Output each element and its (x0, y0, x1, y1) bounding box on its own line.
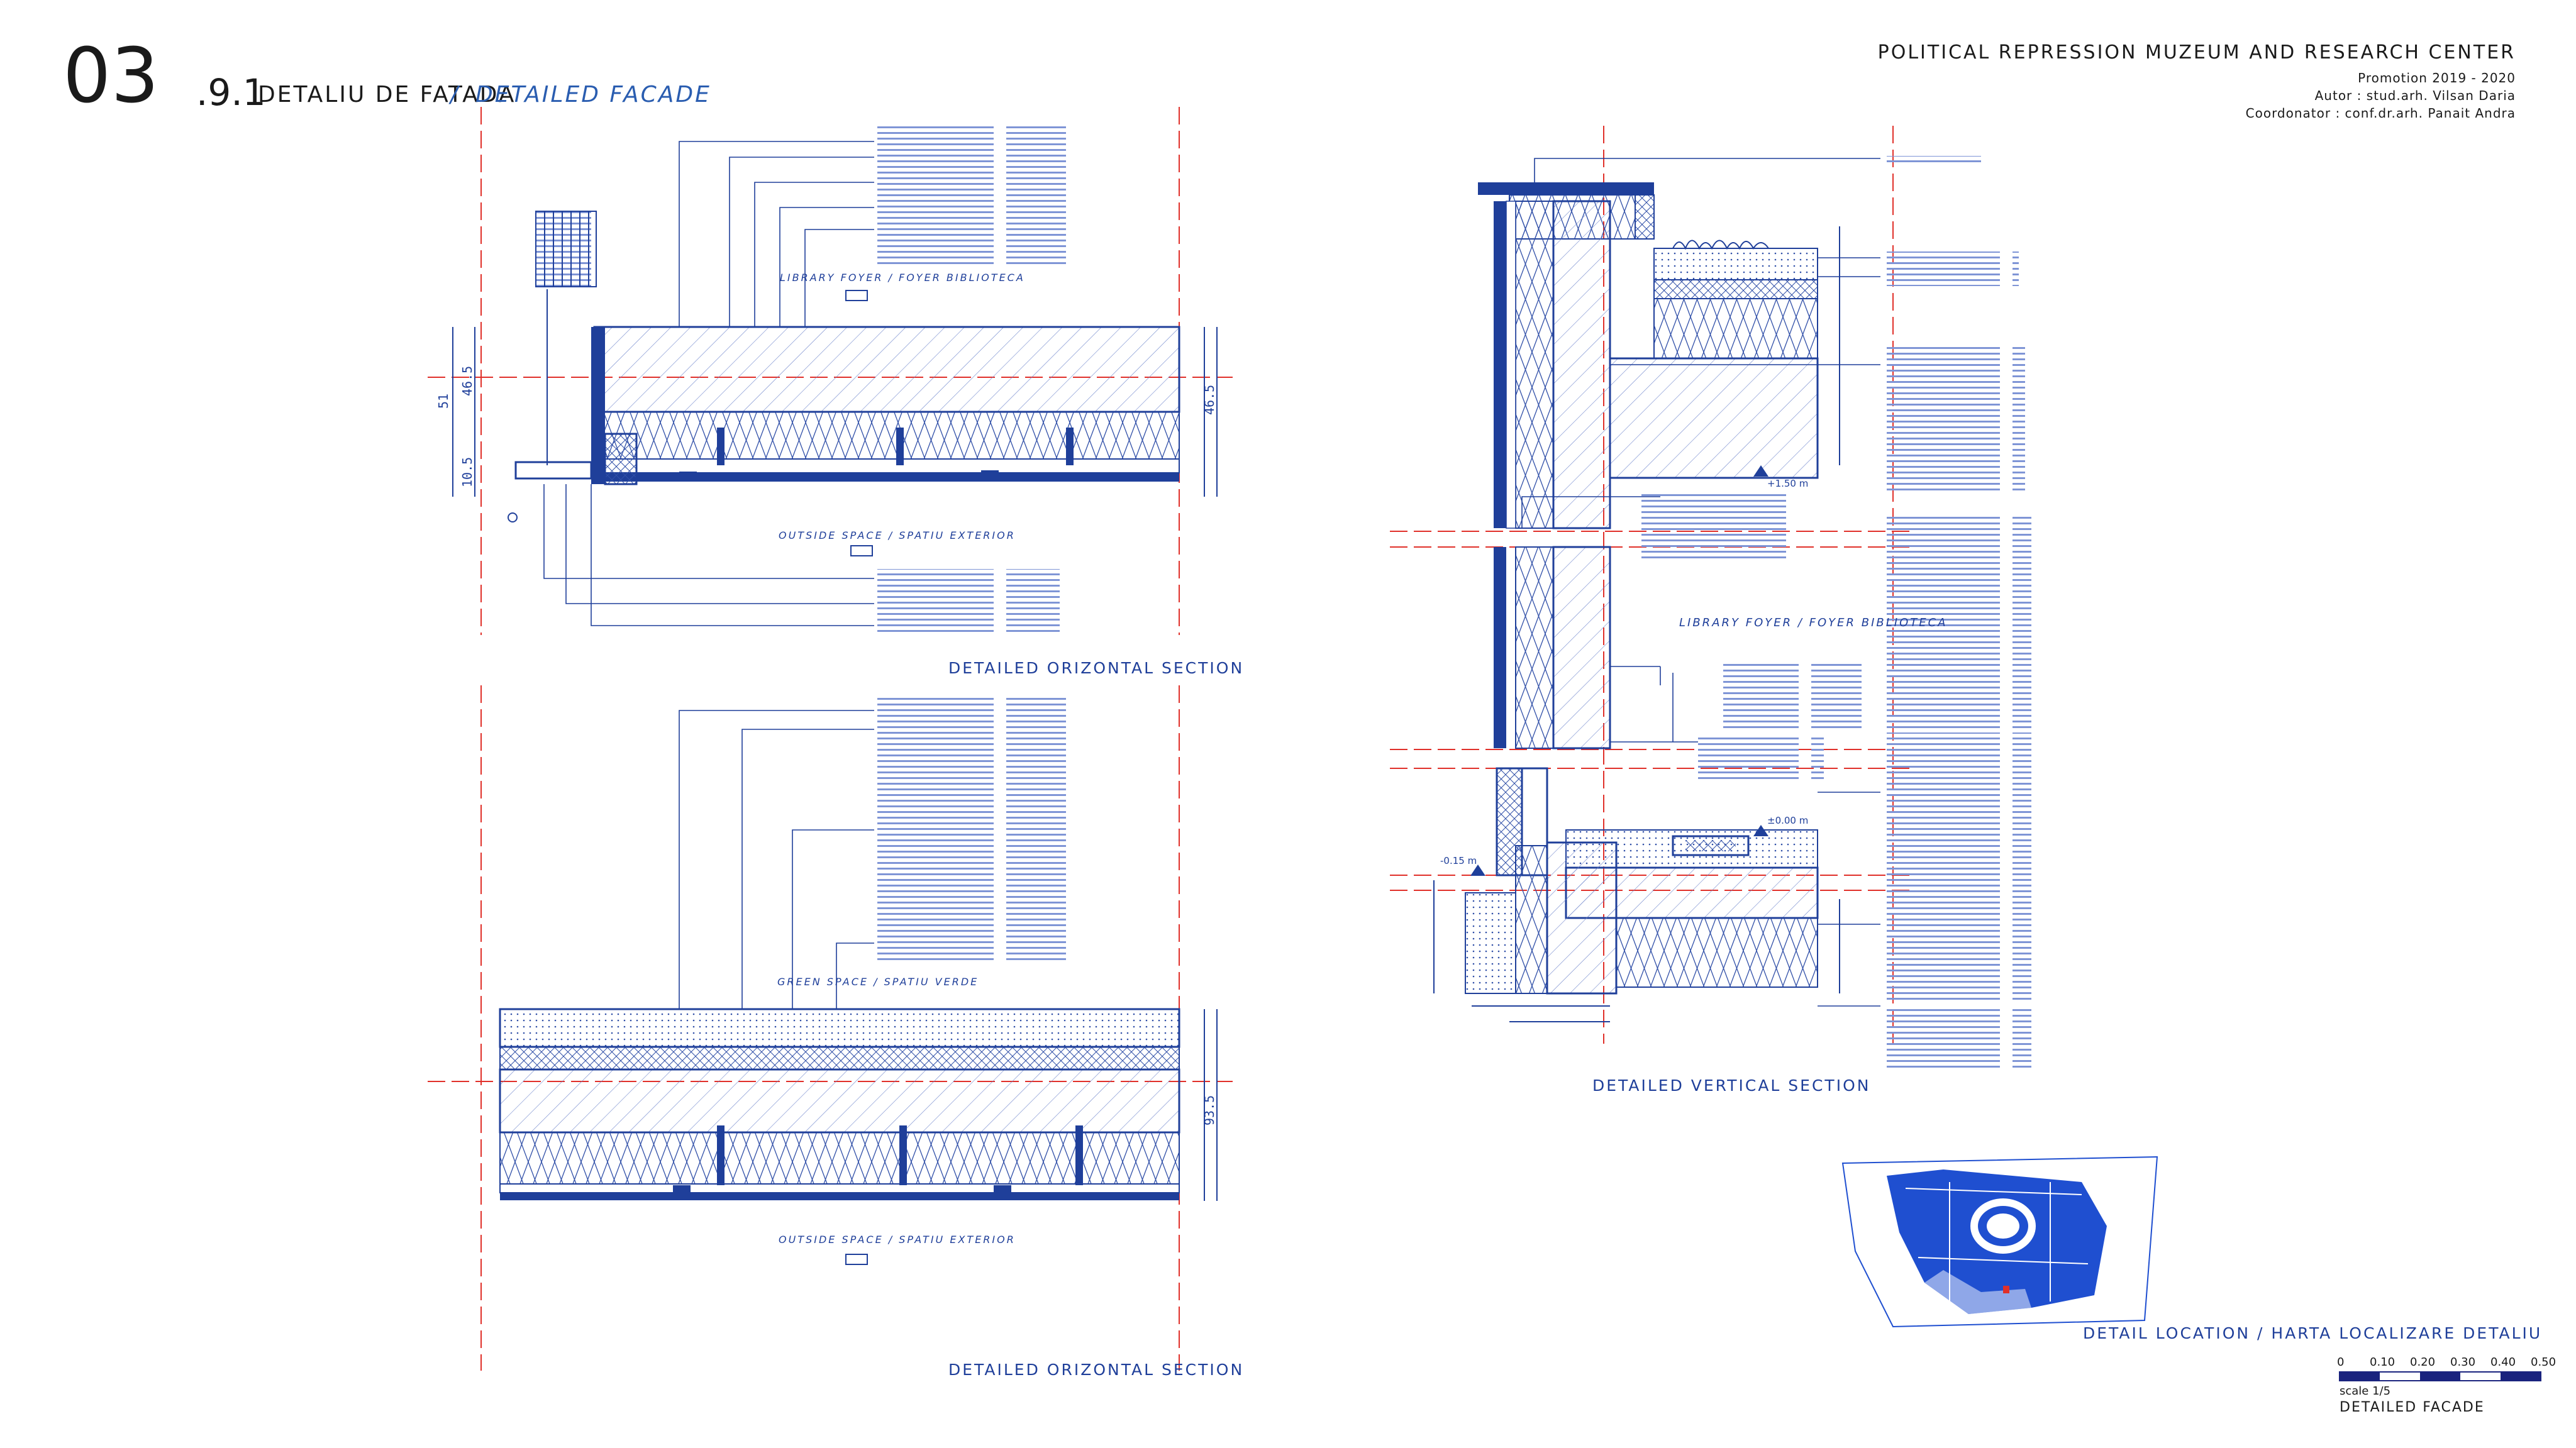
coordinator: Coordonator : conf.dr.arh. Panait Andra (2245, 106, 2516, 121)
level-exterior: -0.15 m (1440, 855, 1477, 866)
svg-text:46.5: 46.5 (460, 366, 475, 396)
room-label-green: GREEN SPACE / SPATIU VERDE (777, 976, 979, 988)
svg-text:10.5: 10.5 (460, 457, 475, 487)
section-label-horizontal-bottom: DETAILED ORIZONTAL SECTION (948, 1361, 1245, 1379)
scale-tick: 0.40 (2490, 1356, 2516, 1369)
svg-text:93.5: 93.5 (1202, 1095, 1217, 1125)
project-name: POLITICAL REPRESSION MUZEUM AND RESEARCH… (1877, 41, 2516, 64)
scale-tick: 0.30 (2450, 1356, 2476, 1369)
vertical-section (1433, 156, 2031, 1069)
sheet-title-en: DETAILED FACADE (475, 82, 711, 108)
level-ground: ±0.00 m (1767, 815, 1809, 826)
scale-drawing-name: DETAILED FACADE (2340, 1400, 2485, 1415)
scale-ticks: 0 0.10 0.20 0.30 0.40 0.50 (2337, 1356, 2563, 1369)
horizontal-section-top: 51 46.5 10.5 46.5 (436, 126, 1218, 632)
section-label-vertical: DETAILED VERTICAL SECTION (1592, 1076, 1871, 1095)
sheet-number: 03 (63, 33, 159, 120)
room-label-outside: OUTSIDE SPACE / SPATIU EXTERIOR (779, 529, 1016, 541)
room-label-foyer-vertical: LIBRARY FOYER / FOYER BIBLIOTECA (1679, 616, 1948, 629)
scale-label: scale 1/5 (2340, 1384, 2391, 1398)
room-label-foyer: LIBRARY FOYER / FOYER BIBLIOTECA (780, 272, 1025, 284)
level-upper: +1.50 m (1767, 478, 1809, 489)
svg-text:46.5: 46.5 (1202, 385, 1217, 415)
section-label-location: DETAIL LOCATION / HARTA LOCALIZARE DETAL… (2083, 1324, 2543, 1342)
svg-text:51: 51 (436, 394, 451, 409)
scale-tick: 0.10 (2370, 1356, 2396, 1369)
scale-tick: 0.50 (2531, 1356, 2557, 1369)
location-map (1841, 1156, 2158, 1328)
scale-tick: 0 (2337, 1356, 2345, 1369)
horizontal-section-bottom: 93.5 (499, 698, 1218, 1265)
scale-bar (2339, 1371, 2541, 1381)
room-label-outside-bottom: OUTSIDE SPACE / SPATIU EXTERIOR (779, 1234, 1016, 1246)
sheet-title-separator: / (450, 82, 458, 108)
promotion: Promotion 2019 - 2020 (2358, 70, 2516, 86)
scale-tick: 0.20 (2410, 1356, 2436, 1369)
section-label-horizontal-top: DETAILED ORIZONTAL SECTION (948, 659, 1245, 677)
sheet-title-ro: DETALIU DE FATADA (258, 82, 516, 108)
author: Autor : stud.arh. Vilsan Daria (2314, 88, 2516, 103)
sheet-subnumber: .9.1 (196, 71, 266, 114)
